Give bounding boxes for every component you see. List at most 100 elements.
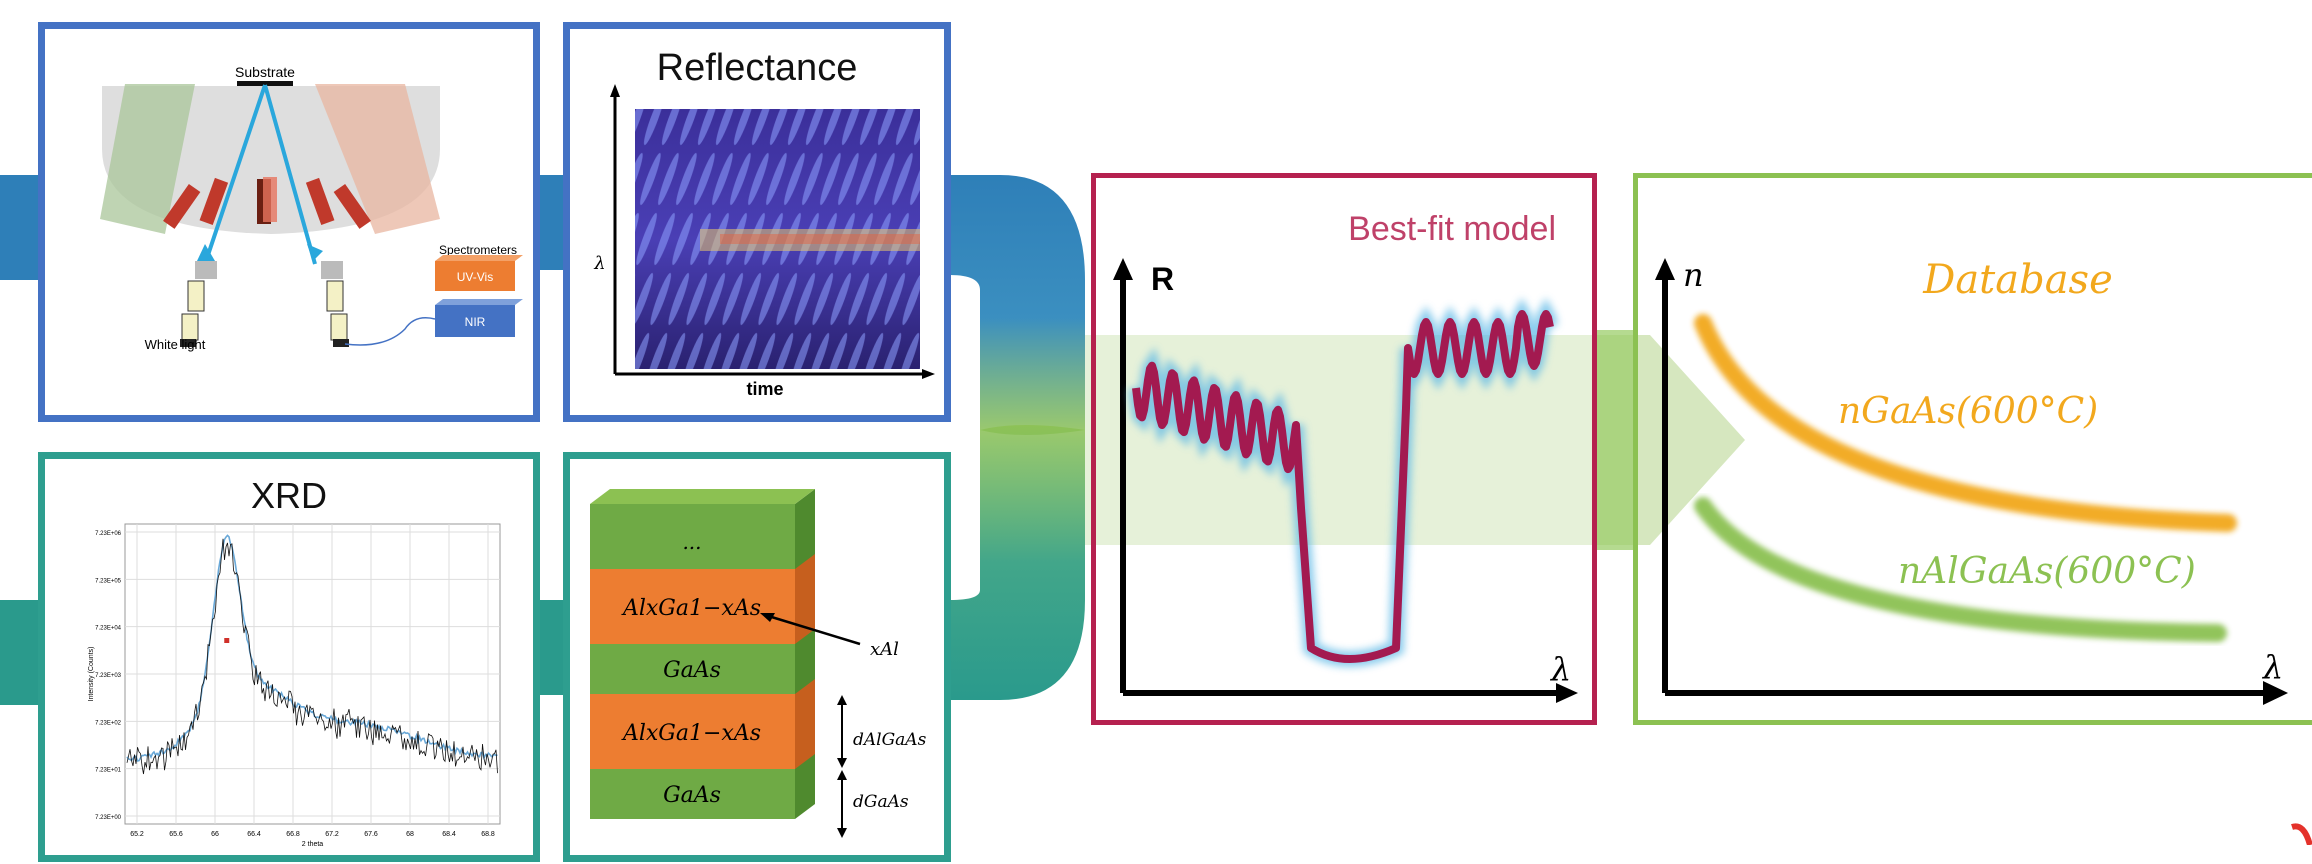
map-hot-band [700, 229, 920, 251]
xrd-chart: 65.2 65.6 66 66.4 66.8 67.2 67.6 68 68.4 68.8 7.23… [88, 523, 501, 848]
d-algaas-top-arrow [837, 695, 847, 705]
xrd-ytick-label: 7.23E+00 [95, 815, 122, 821]
x-al-arrowhead [760, 613, 775, 622]
fiber-cable [344, 317, 436, 346]
xrd-ytick-label: 7.23E+05 [95, 578, 122, 584]
effusion-cells [163, 177, 371, 229]
stack-top [590, 489, 815, 504]
layer-stack: ... AlxGa1−xAs GaAs AlxGa1−xAs GaAs xAl … [590, 489, 927, 838]
bestfit-chart: Best-fit model R λ [1113, 210, 1578, 703]
database-x-label: λ [2261, 648, 2283, 686]
nir-box [435, 305, 515, 337]
reflectance-x-arrow [922, 369, 935, 379]
xrd-ylabel: Intensity (Counts) [88, 647, 95, 702]
layer-algaas-1 [590, 569, 795, 644]
d-gaas-bottom-arrow [837, 828, 847, 838]
bestfit-y-label: R [1151, 261, 1174, 297]
gaas-curve [1694, 314, 2237, 532]
layer-gaas-2 [590, 769, 795, 819]
layer-algaas-2 [590, 694, 795, 769]
map-hot-core [720, 234, 920, 244]
x-al-pointer [764, 613, 861, 646]
xrd-panel: XRD 65.2 65.6 66 66.4 66.8 67.2 67.6 68 68.4 68.8… [38, 452, 540, 862]
xrd-xtick-label: 66.8 [286, 831, 300, 838]
gaas-curve-label: nGaAs(600°C) [1838, 391, 2098, 432]
setup-illustration: Substrate White light Sp [100, 64, 523, 352]
detector-optics [321, 261, 349, 347]
algaas-curve-label: nAlGaAs(600°C) [1898, 551, 2196, 592]
layer-gaas-1-label: GaAs [663, 658, 721, 683]
optical-path-right [263, 84, 317, 265]
bestfit-title: Best-fit model [1348, 210, 1556, 248]
reflectance-xlabel: time [746, 379, 783, 399]
reflectance-map: time λ [593, 84, 935, 399]
bestfit-curve [1132, 310, 1554, 663]
xrd-peak-marker [224, 638, 230, 643]
database-y-arrow [1655, 258, 1675, 280]
corner-mark [2291, 823, 2312, 845]
xrd-xtick-label: 65.2 [130, 831, 144, 838]
d-algaas-label: dAlGaAs [853, 730, 927, 750]
stack-side [795, 489, 815, 819]
algaas-curve [1694, 497, 2227, 642]
layer-algaas-1-label: AlxGa1−xAs [621, 596, 761, 621]
layer-gaas-2-label: GaAs [663, 783, 721, 808]
xrd-xtick-label: 68.4 [442, 831, 456, 838]
reflectance-title: Reflectance [656, 47, 858, 89]
xrd-xtick-label: 67.2 [325, 831, 339, 838]
database-title: Database [1922, 257, 2113, 303]
left-light-cone [100, 84, 195, 234]
xrd-xtick-label: 66 [211, 831, 219, 838]
layer-stack-panel: ... AlxGa1−xAs GaAs AlxGa1−xAs GaAs xAl … [563, 452, 951, 862]
xrd-ytick-label: 7.23E+04 [95, 626, 122, 632]
xrd-xtick-label: 68.8 [481, 831, 495, 838]
right-arrowhead [307, 244, 323, 261]
d-algaas-bottom-arrow [837, 758, 847, 768]
nir-box-top [435, 299, 523, 305]
uvvis-label: UV-Vis [457, 270, 493, 284]
layer-algaas-2-label: AlxGa1−xAs [621, 721, 761, 746]
layer-gaas-1 [590, 644, 795, 694]
uvvis-box-top [435, 255, 523, 261]
white-light-label: White light [145, 337, 206, 352]
xrd-sim-curve [126, 534, 498, 762]
uvvis-box [435, 261, 515, 291]
database-x-arrow [2263, 681, 2288, 705]
teal-connector-right [940, 425, 1085, 700]
spectrometers-label: Spectrometers [439, 243, 517, 257]
blue-connector-right [940, 175, 1085, 435]
xrd-xtick-label: 66.4 [247, 831, 261, 838]
layer-dots-label: ... [682, 530, 701, 554]
bestfit-y-arrow [1113, 258, 1133, 280]
xrd-raw-curve [126, 538, 498, 775]
nir-label: NIR [465, 315, 486, 329]
light-source-optics [180, 261, 217, 347]
xrd-xtick-label: 67.6 [364, 831, 378, 838]
d-gaas-label: dGaAs [853, 792, 909, 812]
x-al-label: xAl [870, 639, 899, 660]
reflectance-ylabel: λ [593, 253, 605, 274]
setup-panel: Substrate White light Sp [38, 22, 540, 422]
left-arrowhead [197, 244, 215, 261]
bestfit-x-arrow [1556, 683, 1578, 703]
xrd-ytick-label: 7.23E+06 [95, 531, 122, 537]
bestfit-panel: Best-fit model R λ [1091, 173, 1597, 725]
xrd-title: XRD [250, 475, 327, 516]
xrd-xlabel: 2 theta [302, 841, 324, 848]
green-arrow-band [1595, 330, 1635, 550]
xrd-xtick-label: 65.6 [169, 831, 183, 838]
xrd-ytick-label: 7.23E+03 [95, 673, 122, 679]
reflectance-panel: Reflectance time λ [563, 22, 951, 422]
reflectance-y-arrow [610, 84, 620, 97]
right-light-cone [315, 84, 440, 234]
xrd-ytick-label: 7.23E+02 [95, 720, 122, 726]
optical-path-left [203, 84, 267, 265]
substrate-bar [237, 81, 293, 86]
bestfit-x-label: λ [1549, 650, 1571, 688]
d-gaas-top-arrow [837, 770, 847, 780]
layer-dots [590, 504, 795, 569]
xrd-xtick-label: 68 [406, 831, 414, 838]
database-panel: Database n λ nGaAs(600°C) nAlGaAs(600°C) [1633, 173, 2312, 725]
xrd-ytick-label: 7.23E+01 [95, 768, 122, 774]
database-y-label: n [1683, 256, 1704, 294]
